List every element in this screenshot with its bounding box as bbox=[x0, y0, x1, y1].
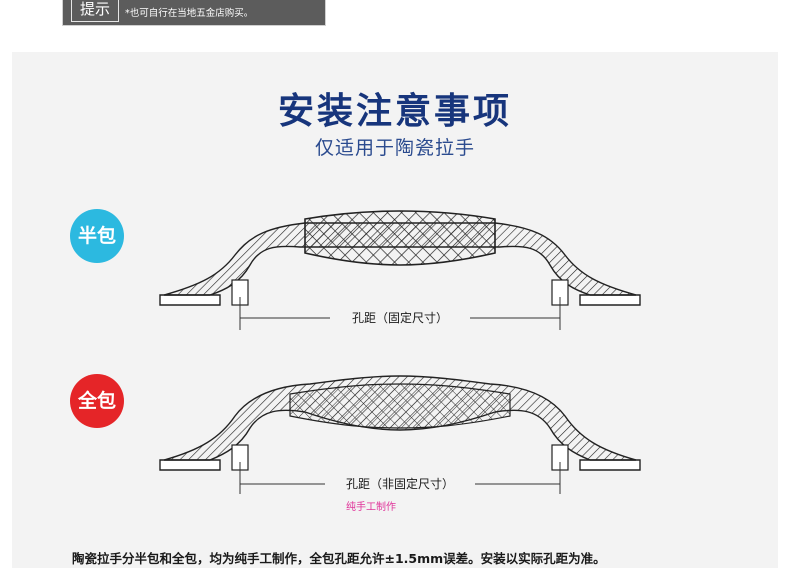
tip-label: 提示 bbox=[71, 0, 119, 22]
handmade-note: 纯手工制作 bbox=[346, 502, 396, 513]
half-wrap-dimension-label: 孔距（固定尺寸） bbox=[352, 310, 448, 325]
right-base-plate bbox=[579, 294, 641, 306]
right-base-plate bbox=[579, 459, 641, 471]
top-bar: 提示 *也可自行在当地五金店购买。 bbox=[12, 0, 778, 52]
left-base-plate bbox=[159, 294, 221, 306]
page-subtitle: 仅适用于陶瓷拉手 bbox=[314, 137, 475, 159]
full-wrap-dimension-label: 孔距（非固定尺寸） bbox=[346, 476, 454, 491]
tip-text: *也可自行在当地五金店购买。 bbox=[125, 8, 254, 19]
left-base-plate bbox=[159, 459, 221, 471]
full-wrap-handle-diagram: 孔距（非固定尺寸） bbox=[159, 375, 641, 494]
half-wrap-badge: 半包 bbox=[70, 209, 124, 263]
full-wrap-badge: 全包 bbox=[70, 374, 124, 428]
footer-note: 陶瓷拉手分半包和全包，均为纯手工制作，全包孔距允许±1.5mm误差。安装以实际孔… bbox=[72, 551, 606, 566]
ceramic-core bbox=[304, 210, 496, 266]
ceramic-core bbox=[289, 383, 511, 429]
page-title: 安装注意事项 bbox=[277, 91, 512, 132]
tip-box: 提示 *也可自行在当地五金店购买。 bbox=[62, 0, 326, 26]
page: 提示 *也可自行在当地五金店购买。 安装注意事项 仅适用于陶瓷拉手 bbox=[12, 0, 778, 568]
half-wrap-handle-diagram: 孔距（固定尺寸） bbox=[159, 210, 641, 330]
metal-arch bbox=[163, 222, 637, 296]
